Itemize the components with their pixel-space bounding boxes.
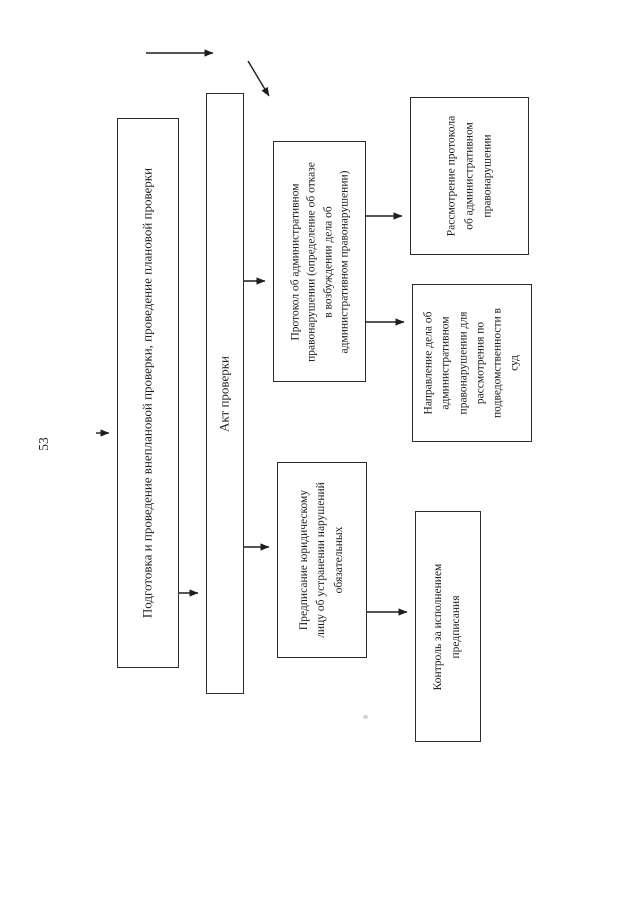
- node-protocol-review-box: Рассмотрение протокола об административн…: [410, 97, 529, 255]
- node-protocol-review-label: Рассмотрение протокола об административн…: [444, 115, 493, 237]
- node-protocol-box: Протокол об административном правонаруше…: [273, 141, 366, 382]
- node-preparation-label: Подготовка и проведение внеплановой пров…: [139, 167, 155, 619]
- node-order-label: Предписание юридическому лицу об устране…: [298, 482, 345, 638]
- node-order-box: Предписание юридическому лицу об устране…: [277, 462, 367, 658]
- scan-artifact-dot: [363, 715, 368, 719]
- node-order-control-label: Контроль за исполнением предписания: [432, 563, 462, 690]
- continuation-arrow-diagonal-icon: [247, 60, 270, 97]
- page-number: 53: [36, 437, 51, 451]
- node-preparation-box: Подготовка и проведение внеплановой пров…: [117, 118, 179, 668]
- node-protocol-label: Протокол об административном правонаруше…: [288, 161, 350, 362]
- node-case-referral-box: Направление дела об административном пра…: [412, 284, 532, 442]
- node-case-referral-label: Направление дела об административном пра…: [422, 308, 521, 418]
- node-order-control-box: Контроль за исполнением предписания: [415, 511, 481, 742]
- node-inspection-act-label: Акт проверки: [216, 355, 232, 432]
- node-inspection-act-box: Акт проверки: [206, 93, 244, 694]
